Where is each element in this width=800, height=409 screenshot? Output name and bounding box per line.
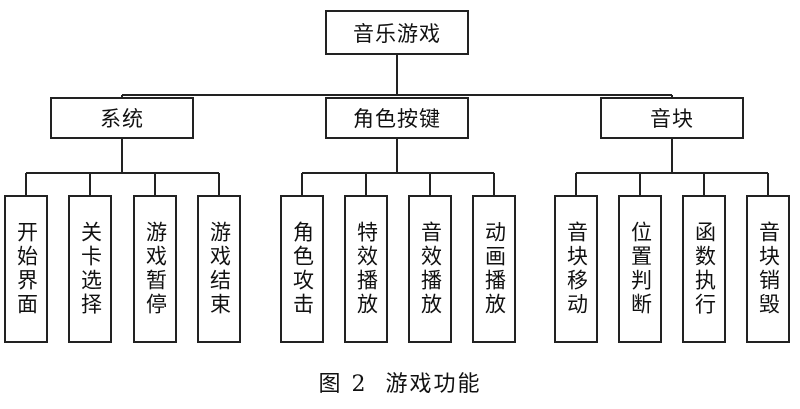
leaf-start-screen: 开始界面 — [4, 195, 48, 343]
leaf-effect-play: 特效播放 — [344, 195, 388, 343]
leaf-position-judge: 位置判断 — [618, 195, 662, 343]
figure-title: 游戏功能 — [385, 372, 482, 397]
leaf-animation-play: 动画播放 — [472, 195, 516, 343]
leaf-block-destroy: 音块销毁 — [746, 195, 790, 343]
figure-caption: 图 2 游戏功能 — [0, 366, 800, 398]
node-note-block: 音块 — [600, 97, 744, 139]
node-system: 系统 — [50, 97, 194, 139]
leaf-level-select: 关卡选择 — [68, 195, 112, 343]
leaf-character-attack: 角色攻击 — [280, 195, 324, 343]
node-character-keys: 角色按键 — [325, 97, 469, 139]
leaf-game-pause: 游戏暂停 — [133, 195, 177, 343]
leaf-block-move: 音块移动 — [554, 195, 598, 343]
connector-lines — [25, 55, 769, 195]
leaf-game-over: 游戏结束 — [197, 195, 241, 343]
leaf-function-exec: 函数执行 — [682, 195, 726, 343]
leaf-sound-play: 音效播放 — [408, 195, 452, 343]
root-node: 音乐游戏 — [325, 10, 469, 55]
figure-number: 图 2 — [318, 372, 368, 397]
